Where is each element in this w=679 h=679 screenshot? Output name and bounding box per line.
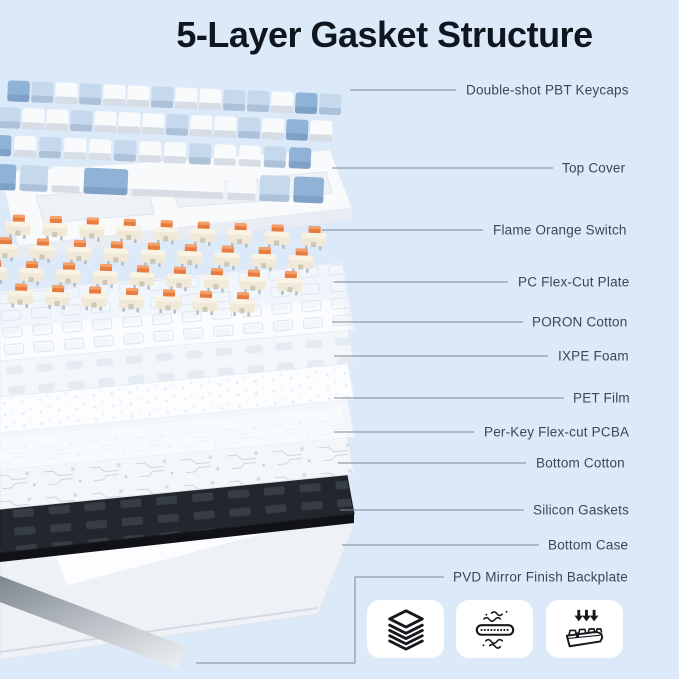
layer-label-switch: Flame Orange Switch xyxy=(493,222,627,238)
pc-plate-layer xyxy=(0,262,355,362)
keycaps-layer xyxy=(0,80,342,204)
gasket-mount-keyboard-icon xyxy=(565,609,603,648)
pvd-backplate-layer xyxy=(0,576,186,668)
layer-label-gaskets: Silicon Gaskets xyxy=(533,502,630,518)
vibration-dampening-gasket-icon xyxy=(475,610,514,649)
layer-label-bottom-case: Bottom Case xyxy=(548,537,629,553)
layer-label-pet: PET Film xyxy=(573,390,630,406)
leader-lines xyxy=(196,89,564,664)
layer-label-top-cover: Top Cover xyxy=(562,160,626,176)
layer-label-keycaps: Double-shot PBT Keycaps xyxy=(466,82,629,98)
layer-label-plate: PC Flex-Cut Plate xyxy=(518,274,630,290)
leader-line-backplate xyxy=(196,576,444,664)
layer-label-backplate: PVD Mirror Finish Backplate xyxy=(453,569,628,585)
layer-label-pcba: Per-Key Flex-cut PCBA xyxy=(484,424,630,440)
layer-label-poron: PORON Cotton xyxy=(532,314,628,330)
feature-card-dampening xyxy=(456,600,533,658)
keycaps-front-row xyxy=(0,163,325,204)
feature-card-gasket-mount xyxy=(546,600,623,658)
layer-label-ixpe: IXPE Foam xyxy=(558,348,629,364)
feature-card-layers xyxy=(367,600,444,658)
layer-label-bottom-cotton: Bottom Cotton xyxy=(536,455,625,471)
stacked-layers-icon xyxy=(387,609,424,651)
page-title: 5-Layer Gasket Structure xyxy=(176,14,593,55)
